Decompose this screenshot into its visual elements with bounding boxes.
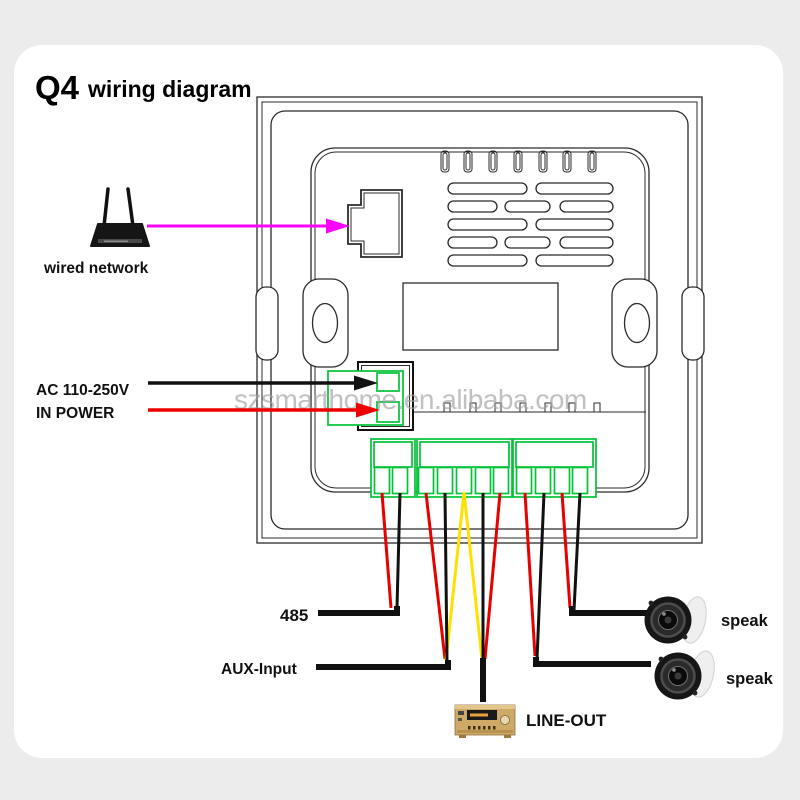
right-mounting-wing (681, 286, 705, 361)
cable-485 (318, 606, 400, 616)
page-title: wiring diagram (87, 76, 252, 102)
power-red-arrow (148, 402, 380, 418)
power-black-arrow (148, 375, 378, 391)
bottom-clips (443, 402, 601, 413)
network-arrow (147, 218, 350, 234)
line-out-label: LINE-OUT (526, 711, 607, 730)
left-mounting-wing (255, 286, 279, 361)
cable-aux-input (316, 660, 451, 670)
cable-bundles (316, 606, 651, 702)
terminal-block-speakers (512, 438, 597, 498)
left-screw-bracket (302, 278, 349, 368)
rs485-label: 485 (280, 606, 308, 625)
router-icon (90, 187, 150, 247)
terminal-blocks (370, 438, 597, 498)
terminal-block-audio (416, 438, 513, 498)
cable-speaker-bottom (533, 657, 651, 667)
speaker-bottom-icon (654, 650, 715, 700)
yellow-wires (444, 491, 484, 661)
terminal-block-485 (370, 438, 416, 498)
top-clips (440, 150, 597, 173)
amplifier-icon (454, 704, 516, 738)
wired-network-label: wired network (43, 260, 149, 277)
power-label-line1: AC 110-250V (36, 382, 130, 399)
wall-panel-device (255, 96, 705, 544)
aux-input-label: AUX-Input (221, 661, 297, 678)
product-model-title: Q4 (35, 69, 80, 106)
vent-slots (447, 182, 614, 267)
red-wires (380, 492, 572, 660)
speaker-top-label: speak (721, 612, 769, 630)
cable-speaker-top (569, 606, 649, 616)
right-screw-bracket (611, 278, 658, 368)
lan-port (347, 189, 403, 258)
black-wires (395, 492, 582, 662)
speaker-bottom-label: speak (726, 670, 774, 688)
speaker-top-icon (644, 596, 707, 644)
display-cutout (402, 282, 559, 351)
power-label-line2: IN POWER (36, 405, 114, 422)
